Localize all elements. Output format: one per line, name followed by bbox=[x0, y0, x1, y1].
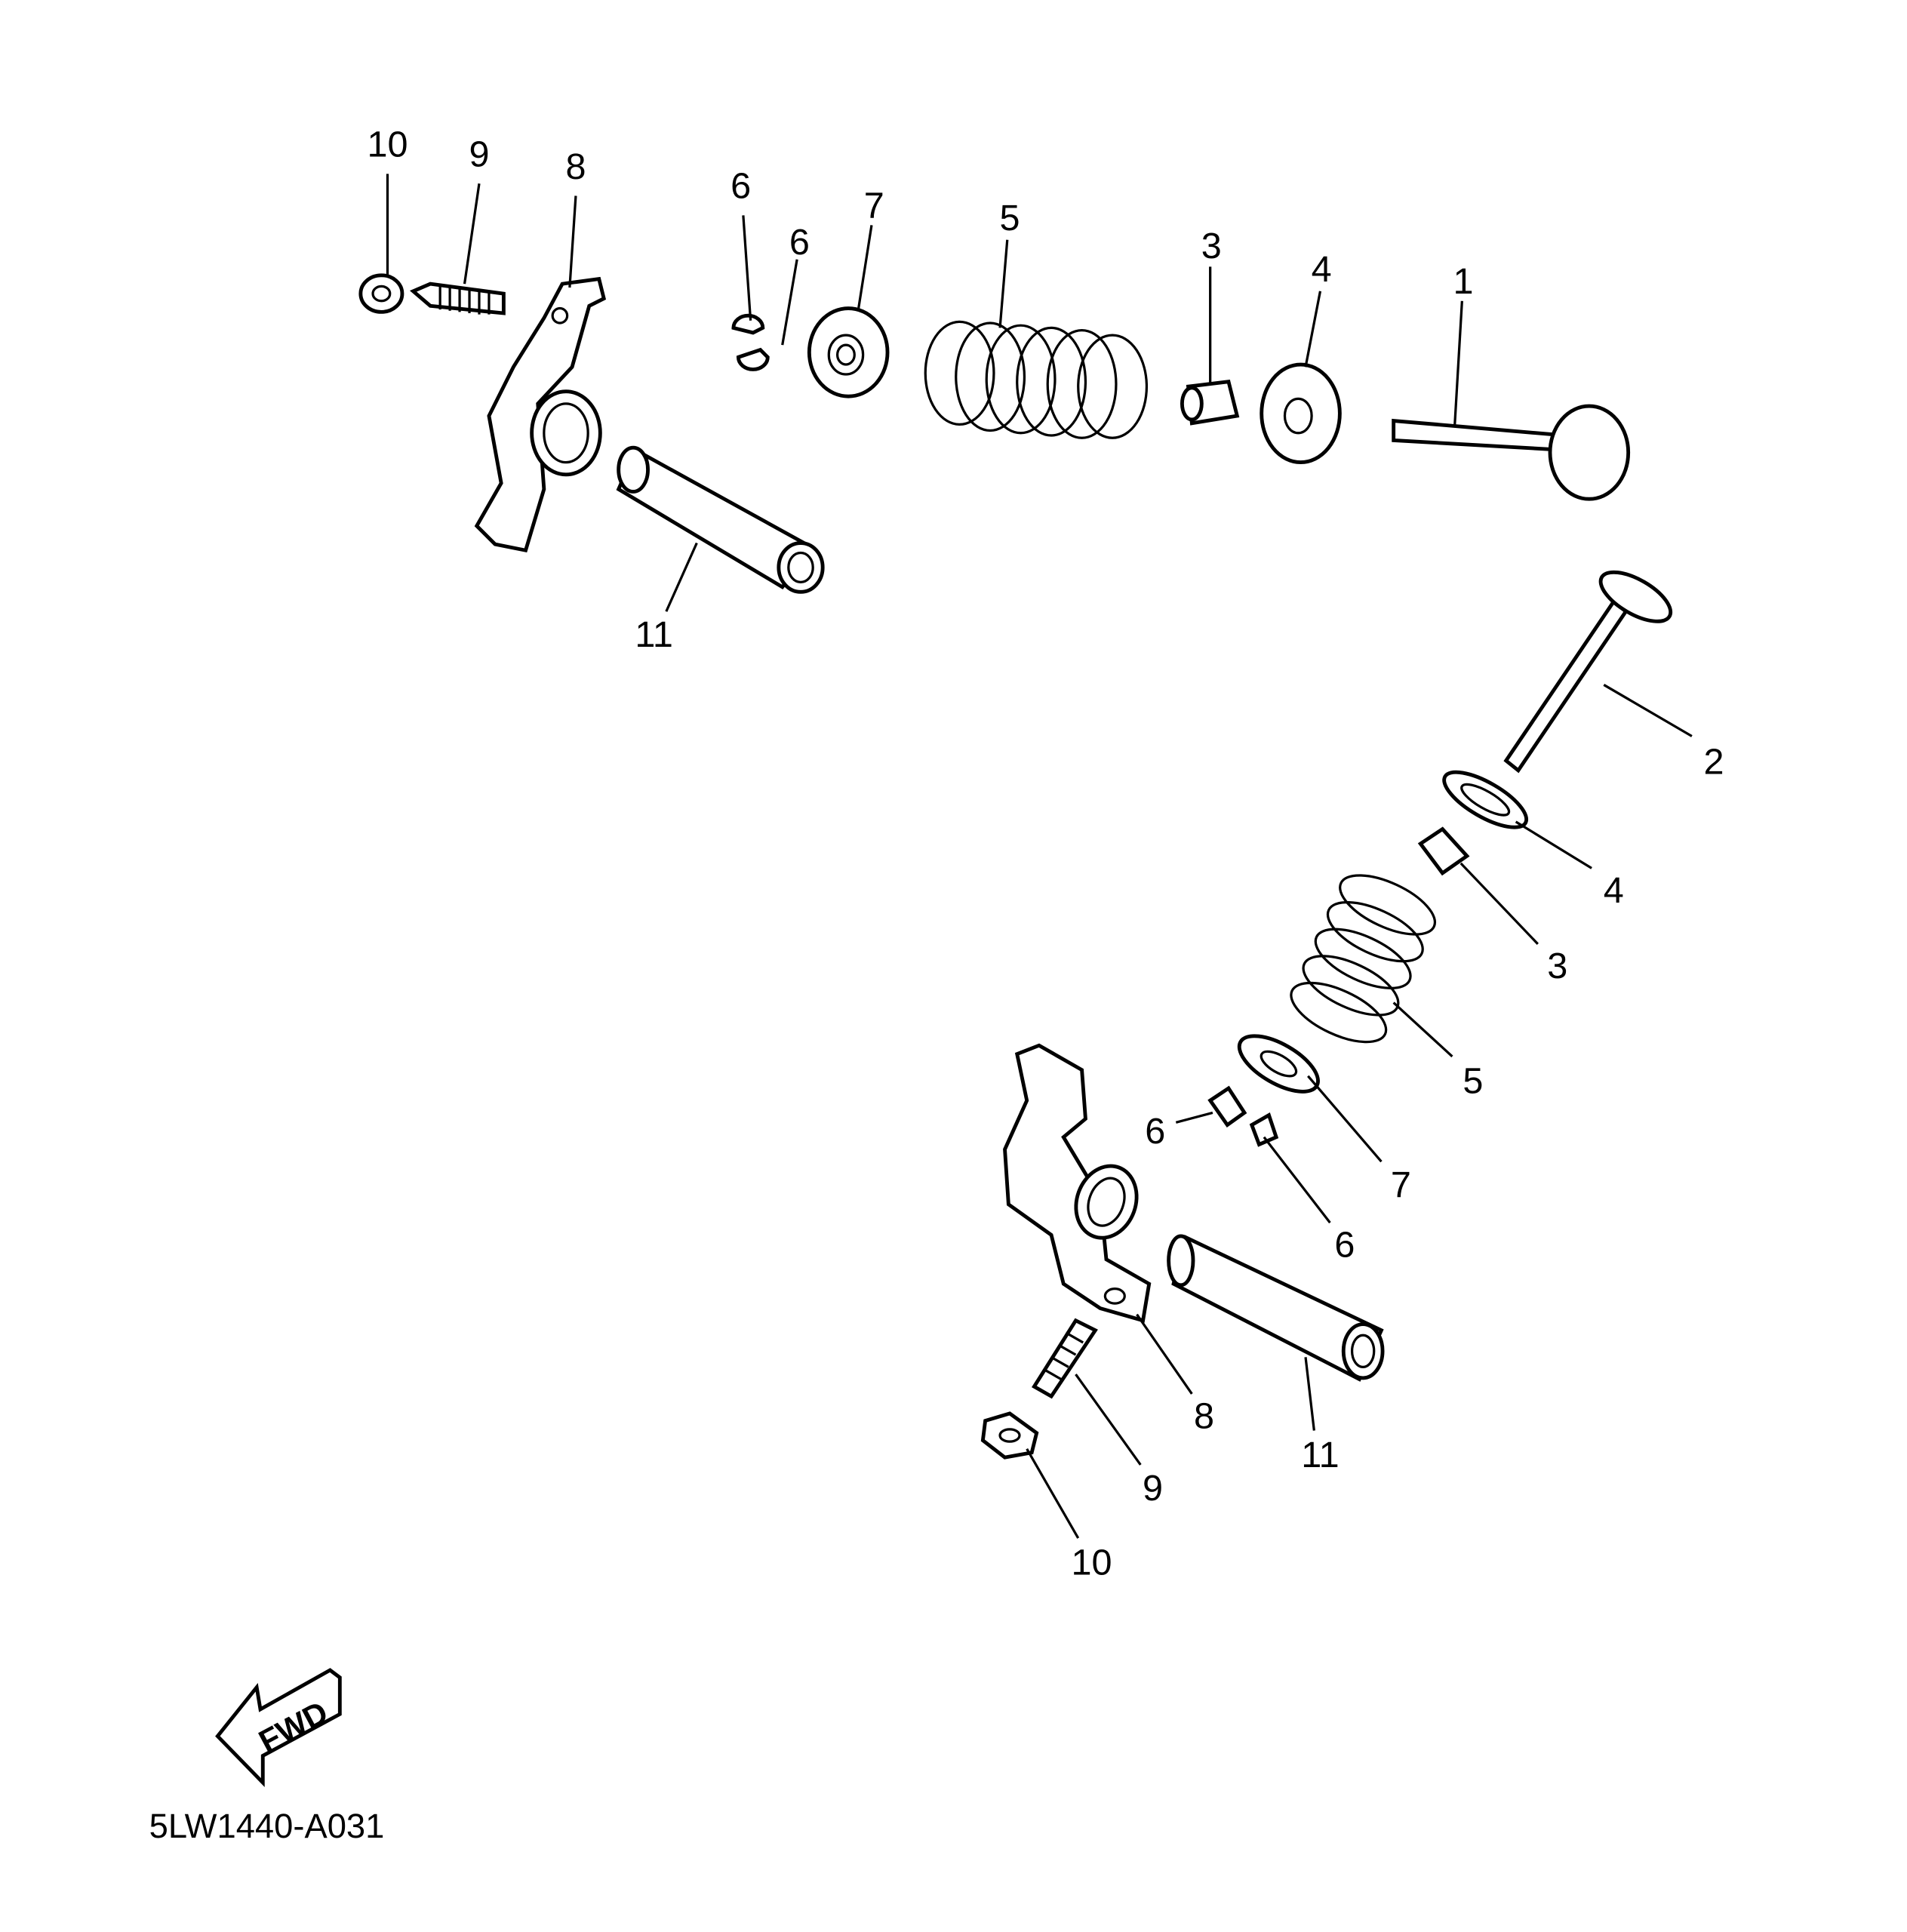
callout-5: 5 bbox=[999, 198, 1020, 238]
part-rocker-arm-bottom bbox=[1003, 1043, 1152, 1323]
part-spring-seat-top bbox=[1260, 362, 1342, 465]
part-spring-retainer-bottom bbox=[1237, 1034, 1320, 1094]
part-adjusting-screw-bottom bbox=[1032, 1318, 1098, 1399]
callout-labels-bottom: 2 4 3 5 7 6 6 8 11 9 10 bbox=[1072, 742, 1724, 1583]
callout-1: 1 bbox=[1453, 261, 1473, 302]
part-exhaust-valve bbox=[1503, 570, 1673, 774]
callout-6: 6 bbox=[789, 222, 810, 263]
part-intake-valve bbox=[1392, 404, 1631, 501]
callout-3: 3 bbox=[1547, 946, 1567, 986]
callout-6: 6 bbox=[1145, 1111, 1165, 1152]
callout-10: 10 bbox=[367, 125, 408, 165]
part-valve-cotter-top bbox=[731, 313, 770, 371]
callout-6: 6 bbox=[731, 166, 751, 207]
callout-7: 7 bbox=[864, 186, 884, 226]
callout-8: 8 bbox=[1194, 1395, 1214, 1436]
callout-labels-top: 10 9 8 6 6 7 5 3 4 1 11 bbox=[367, 125, 1473, 656]
part-rocker-shaft-top bbox=[616, 445, 825, 594]
callout-2: 2 bbox=[1704, 742, 1724, 783]
part-spring-seat-bottom bbox=[1442, 770, 1529, 829]
callout-6: 6 bbox=[1334, 1225, 1355, 1266]
callout-9: 9 bbox=[1143, 1468, 1163, 1509]
fwd-arrow-icon: FWD bbox=[215, 1668, 342, 1788]
leader-lines bbox=[386, 174, 1693, 1539]
diagram-code: 5LW1440-A031 bbox=[149, 1807, 385, 1845]
part-valve-cotter-bottom bbox=[1207, 1085, 1279, 1147]
part-rocker-shaft-bottom bbox=[1167, 1234, 1385, 1382]
callout-8: 8 bbox=[565, 146, 586, 187]
top-assembly bbox=[358, 273, 1631, 594]
part-spring-retainer-top bbox=[807, 306, 890, 398]
callout-5: 5 bbox=[1463, 1060, 1483, 1101]
callout-11: 11 bbox=[635, 614, 672, 655]
callout-9: 9 bbox=[469, 134, 489, 175]
callout-7: 7 bbox=[1391, 1164, 1411, 1205]
part-rocker-arm-top bbox=[474, 276, 607, 553]
callout-3: 3 bbox=[1201, 226, 1222, 266]
callout-4: 4 bbox=[1604, 870, 1624, 911]
part-locknut-bottom bbox=[980, 1411, 1039, 1460]
part-adjusting-screw-top bbox=[409, 281, 506, 315]
part-locknut-top bbox=[358, 273, 404, 314]
callout-11: 11 bbox=[1301, 1435, 1339, 1475]
part-valve-spring-top bbox=[924, 320, 1149, 439]
callout-4: 4 bbox=[1312, 249, 1332, 290]
part-valve-stem-seal-top bbox=[1180, 380, 1240, 426]
bottom-assembly bbox=[980, 570, 1673, 1460]
part-valve-stem-seal-bottom bbox=[1417, 826, 1470, 876]
callout-10: 10 bbox=[1072, 1543, 1112, 1583]
